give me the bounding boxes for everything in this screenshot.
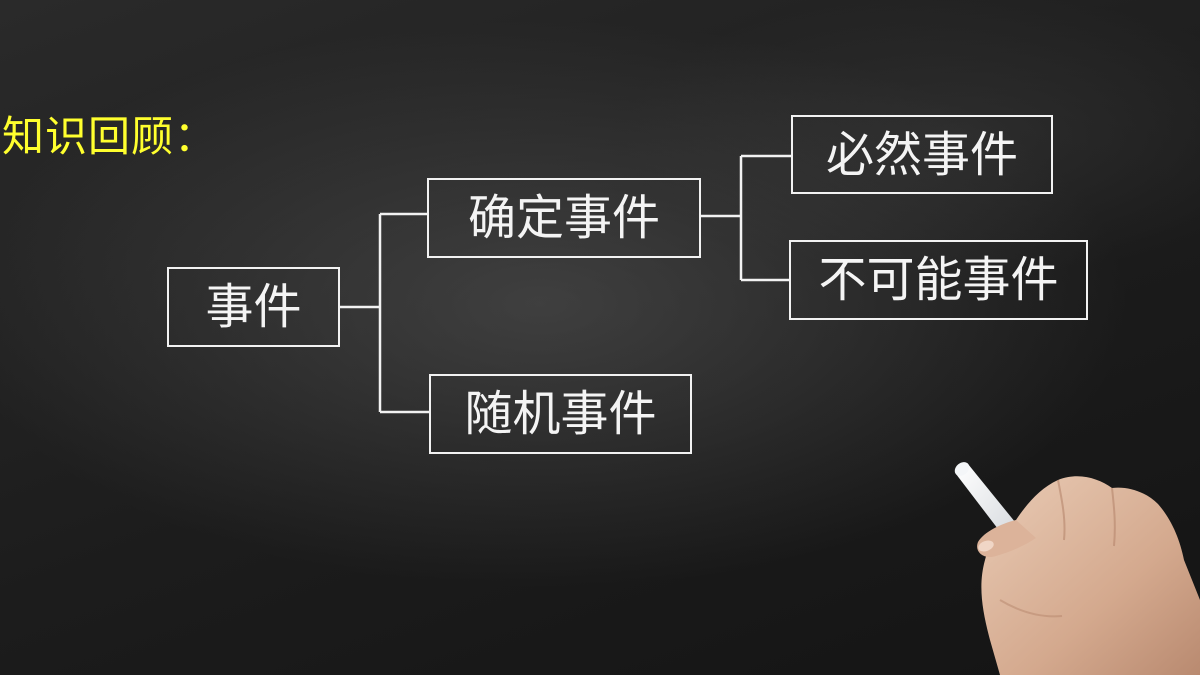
node-sure-event: 必然事件	[791, 115, 1053, 194]
node-certain-event: 确定事件	[427, 178, 701, 258]
node-impossible-event: 不可能事件	[789, 240, 1088, 320]
node-sure-event-label: 必然事件	[825, 126, 1018, 183]
node-impossible-event-label: 不可能事件	[818, 252, 1059, 308]
node-certain-event-label: 确定事件	[467, 190, 660, 246]
node-random-event: 随机事件	[429, 374, 692, 454]
node-random-event-label: 随机事件	[464, 386, 657, 442]
node-event: 事件	[167, 267, 340, 347]
hand	[977, 476, 1200, 675]
node-event-label: 事件	[205, 279, 302, 335]
slide-heading: 知识回顾：	[2, 112, 218, 161]
